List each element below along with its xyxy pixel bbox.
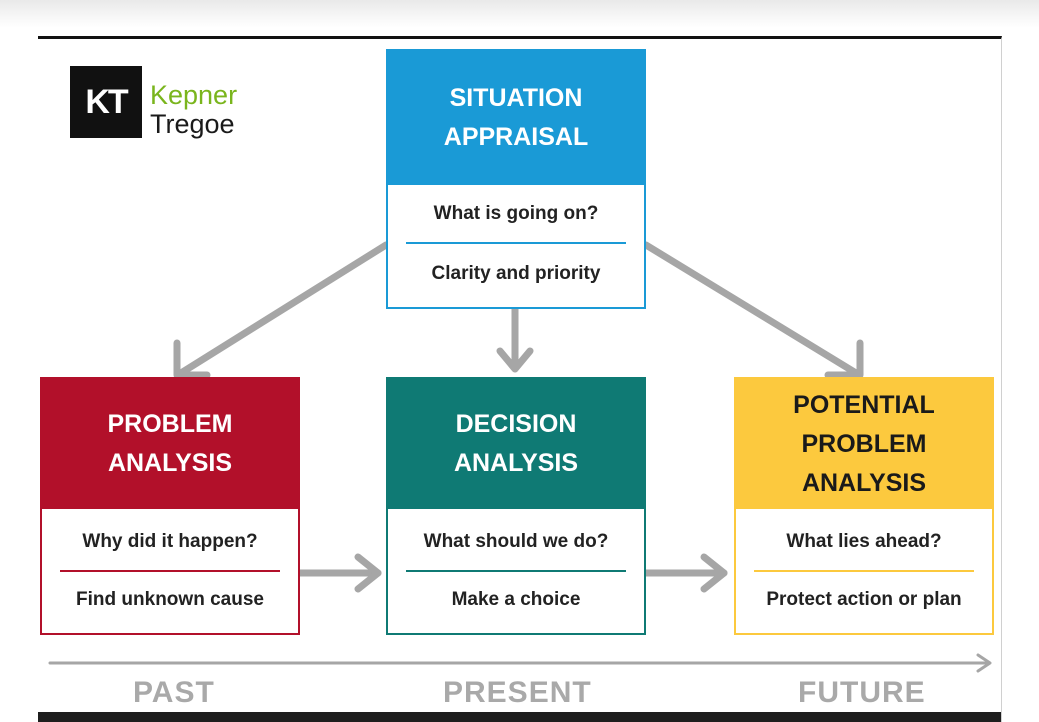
problem-analysis-box: PROBLEM ANALYSIS Why did it happen? Find…: [40, 377, 300, 635]
bottom-bar: [38, 712, 1001, 722]
potential-title-line1: POTENTIAL: [793, 390, 935, 419]
timeline-arrowhead: [976, 653, 992, 673]
window-top-shade: [0, 0, 1039, 28]
problem-answer: Find unknown cause: [76, 589, 264, 610]
arrowhead-problem-to-decision: [354, 553, 382, 593]
decision-divider: [406, 570, 626, 572]
logo-word-kepner: Kepner: [150, 80, 238, 110]
potential-problem-analysis-header: POTENTIAL PROBLEM ANALYSIS: [736, 379, 992, 509]
problem-question: Why did it happen?: [82, 531, 258, 552]
arrowhead-decision-to-potential: [700, 553, 728, 593]
diagram-frame: KT Kepner Tregoe SITUATIO: [38, 36, 1002, 722]
decision-answer: Make a choice: [451, 589, 581, 610]
decision-question: What should we do?: [423, 531, 609, 552]
arrowhead-situation-to-problem: [173, 339, 211, 379]
decision-title-line2: ANALYSIS: [453, 449, 579, 477]
timeline-future-label: FUTURE: [798, 676, 926, 709]
situation-title-line2: APPRAISAL: [443, 123, 589, 151]
decision-analysis-header: DECISION ANALYSIS: [388, 379, 644, 509]
timeline-present-label: PRESENT: [443, 676, 592, 709]
logo-word-tregoe: Tregoe: [150, 109, 235, 139]
problem-divider: [60, 570, 280, 572]
problem-title-line2: ANALYSIS: [107, 449, 233, 477]
potential-title-line3: ANALYSIS: [801, 468, 927, 497]
arrow-situation-to-potential: [642, 241, 860, 377]
timeline-past-label: PAST: [133, 676, 215, 709]
arrowhead-situation-to-potential: [824, 339, 864, 379]
situation-divider: [406, 242, 626, 244]
arrow-situation-to-problem: [177, 241, 390, 377]
decision-title-line1: DECISION: [455, 410, 577, 438]
potential-question: What lies ahead?: [786, 531, 942, 552]
situation-question: What is going on?: [433, 203, 599, 224]
situation-title-line1: SITUATION: [449, 84, 583, 112]
potential-title-line2: PROBLEM: [801, 429, 927, 458]
situation-answer: Clarity and priority: [431, 263, 601, 284]
situation-appraisal-box: SITUATION APPRAISAL What is going on? Cl…: [386, 49, 646, 309]
potential-divider: [754, 570, 974, 572]
situation-appraisal-header: SITUATION APPRAISAL: [388, 51, 644, 185]
arrowhead-situation-to-decision: [496, 347, 534, 373]
decision-analysis-box: DECISION ANALYSIS What should we do? Mak…: [386, 377, 646, 635]
potential-problem-analysis-box: POTENTIAL PROBLEM ANALYSIS What lies ahe…: [734, 377, 994, 635]
potential-answer: Protect action or plan: [766, 589, 962, 610]
logo-mark: KT: [70, 66, 142, 138]
problem-analysis-header: PROBLEM ANALYSIS: [42, 379, 298, 509]
connector-arrows: [48, 241, 992, 673]
problem-title-line1: PROBLEM: [107, 410, 233, 438]
